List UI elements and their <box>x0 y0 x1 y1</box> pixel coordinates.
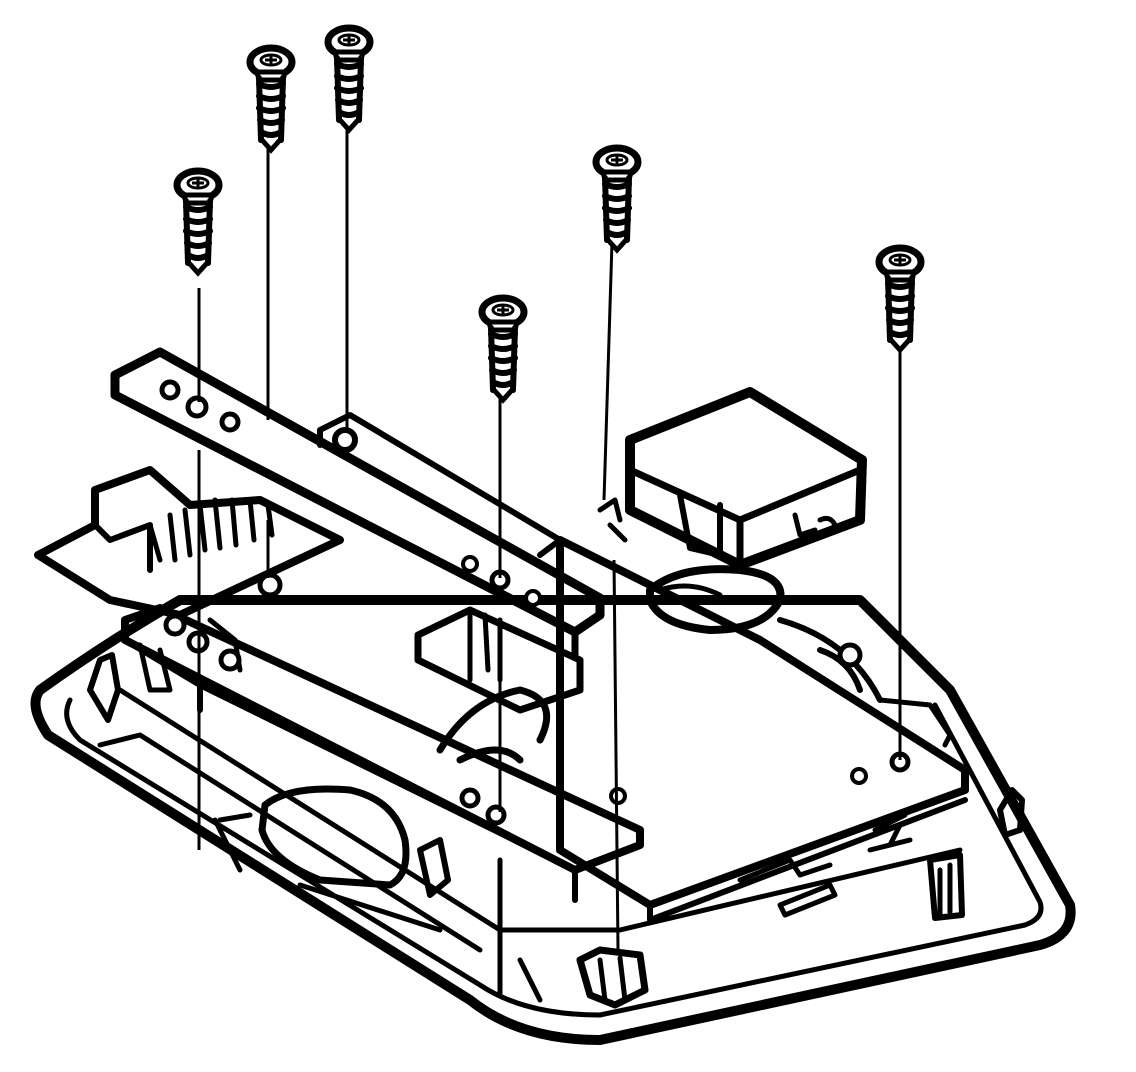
screw-5 <box>596 148 638 250</box>
screw-6 <box>879 248 921 350</box>
alignment-lines <box>197 128 902 951</box>
screws <box>177 28 921 400</box>
control-module <box>597 387 867 634</box>
screw-3 <box>328 28 370 130</box>
connector-plate <box>34 466 344 619</box>
screw-4 <box>482 298 524 400</box>
circuit-board <box>556 536 969 923</box>
upper-bracket <box>110 347 605 714</box>
screw-2 <box>250 48 292 150</box>
screw-1 <box>177 171 219 273</box>
